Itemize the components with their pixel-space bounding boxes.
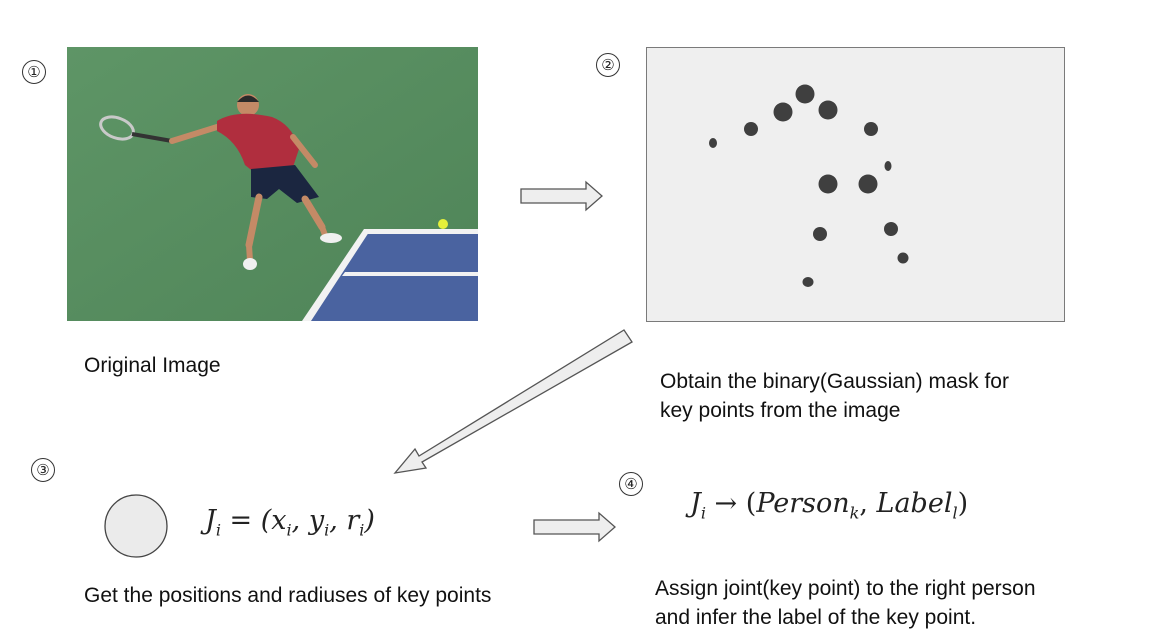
keypoint-formula: Ji = (xi, yi, ri) [205,505,375,539]
step-3-caption: Get the positions and radiuses of key po… [84,584,492,607]
step-4-caption-line-2: and infer the label of the key point. [655,606,977,629]
keypoint-dot [864,122,878,136]
tennis-photo-illustration [67,47,478,321]
step-4-caption-line-1: Assign joint(key point) to the right per… [655,577,1036,600]
arrow-down-left-icon [393,329,633,474]
step-4-number: ④ [619,472,643,496]
formula-lhs: J [205,505,216,536]
original-image [67,47,478,321]
step-1-caption: Original Image [84,354,221,377]
keypoint-dot [744,122,758,136]
keypoint-circle-icon [104,494,168,558]
keypoint-dot [813,227,827,241]
keypoint-dot [884,161,892,171]
step-2-number: ② [596,53,620,77]
keypoint-dot [858,174,878,194]
formula-equals: = [229,505,253,536]
formula-lhs-subscript: i [215,520,221,540]
step-2-caption: Obtain the binary(Gaussian) mask for key… [660,367,1009,425]
formula-lhs: J [690,488,701,519]
step-3-number: ③ [31,458,55,482]
arrow-right-icon [520,180,603,212]
keypoint-dots [709,84,909,287]
step-4-caption: Assign joint(key point) to the right per… [655,574,1036,632]
keypoint-dot [884,222,898,236]
keypoint-mask-panel [646,47,1065,322]
keypoint-dot [818,100,838,120]
assignment-formula: Ji → (Personk, Labell) [690,488,969,523]
formula-arrow: → [714,488,738,519]
step-1-number: ① [22,60,46,84]
keypoint-dot [897,252,909,264]
formula-label-subscript: l [952,503,958,523]
keypoint-dot [818,174,838,194]
formula-person: Person [756,488,850,519]
formula-lhs-subscript: i [700,503,706,523]
keypoint-dot [773,102,793,122]
step-2-caption-line-1: Obtain the binary(Gaussian) mask for [660,370,1009,393]
arrow-right-icon [533,511,616,543]
formula-label: Label [876,488,953,519]
keypoint-dot [709,138,717,148]
keypoint-dot [795,84,815,104]
formula-person-subscript: k [849,503,860,523]
formula-rhs: (xi, yi, ri) [260,505,375,540]
keypoint-dot [802,277,814,287]
step-2-caption-line-2: key points from the image [660,399,901,422]
